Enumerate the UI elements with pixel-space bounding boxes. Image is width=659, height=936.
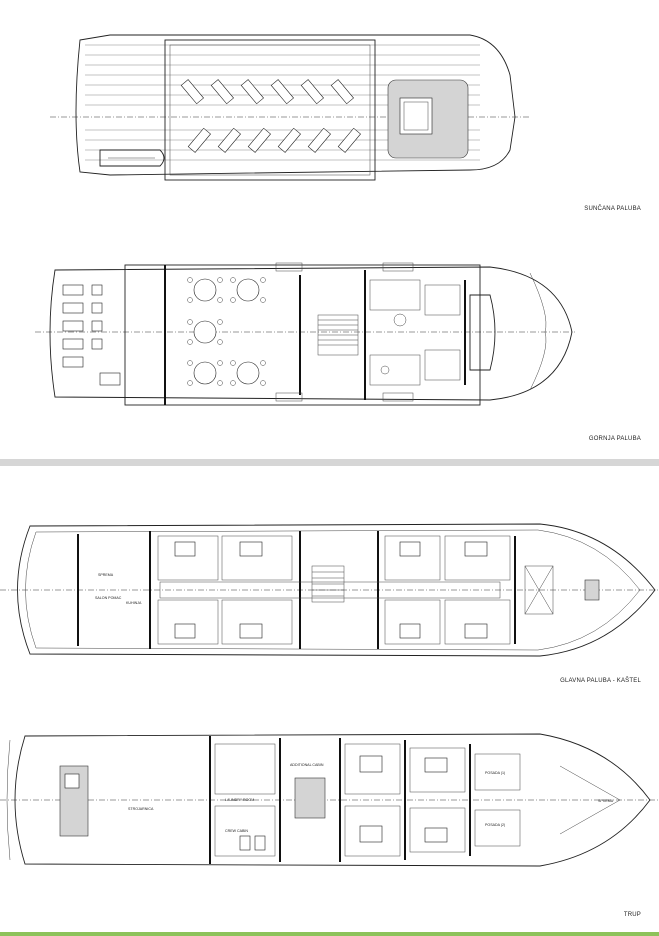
deck-label-main: GLAVNA PALUBA - KAŠTEL <box>560 678 641 684</box>
accent-rule <box>0 932 659 936</box>
label-laundry: LAUNDRY ROOM <box>225 798 254 802</box>
hull-plan: STROJARNICA ADDITIONAL CABIN LAUNDRY ROO… <box>0 733 659 867</box>
label-posada-2: POSADA (2) <box>485 823 505 827</box>
upper-deck-plan <box>35 262 575 406</box>
lower-decks-panel: SPREMA SALON POMAC KUHINJA GLAVNA PALUBA… <box>0 466 659 932</box>
deck-label-sun: SUNČANA PALUBA <box>584 206 641 212</box>
deck-label-hull: TRUP <box>623 912 641 918</box>
label-additional-cabin: ADDITIONAL CABIN <box>290 763 324 767</box>
upper-decks-panel: SUNČANA PALUBA <box>0 0 659 459</box>
label-kuhinja: KUHINJA <box>126 601 142 605</box>
sun-deck-plan <box>50 34 530 181</box>
label-crew-cabin: CREW CABIN <box>225 829 248 833</box>
label-strojarnica: STROJARNICA <box>128 807 154 811</box>
label-spremna-bow: SPREMA <box>598 799 614 803</box>
panel-separator <box>0 459 659 466</box>
label-spremna: SPREMA <box>98 573 114 577</box>
deck-label-upper: GORNJA PALUBA <box>588 436 641 442</box>
label-pomac: SALON POMAC <box>95 596 122 600</box>
label-posada-1: POSADA (1) <box>485 771 505 775</box>
main-deck-plan: SPREMA SALON POMAC KUHINJA <box>0 523 659 657</box>
